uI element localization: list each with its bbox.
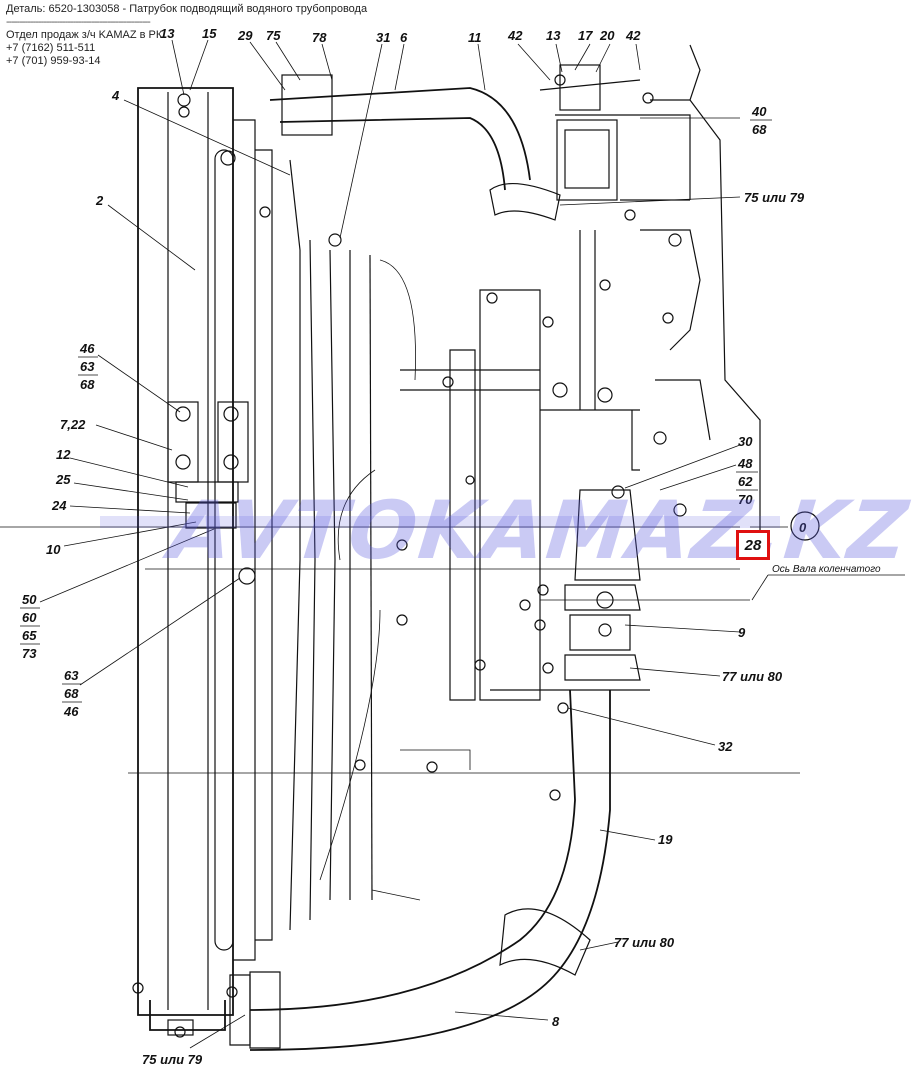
- label-50: 50: [22, 592, 37, 607]
- detail-title: Деталь: 6520-1303058 - Патрубок подводящ…: [6, 3, 368, 15]
- header-info: Деталь: 6520-1303058 - Патрубок подводящ…: [6, 3, 367, 68]
- label-42a: 42: [507, 28, 523, 43]
- leader-lines: [39, 39, 905, 1049]
- part-labels: 13 15 29 75 78 31 6 11 42 13 17 20 42 4 …: [20, 26, 881, 1067]
- label-60: 60: [22, 610, 37, 625]
- fan-shroud: [289, 159, 421, 931]
- engine-block: [400, 44, 761, 770]
- label-30: 30: [738, 434, 753, 449]
- watermark: AVTOKAMAZ.KZ: [165, 484, 912, 577]
- label-6: 6: [400, 30, 408, 45]
- header-separator: ----------------------------------------…: [6, 16, 151, 28]
- radiator: [137, 87, 273, 1036]
- label-7-22: 7,22: [60, 417, 86, 432]
- shaft-axis-label: Ось Вала коленчатого: [772, 564, 881, 575]
- label-46b: 46: [63, 704, 79, 719]
- label-13a: 13: [160, 26, 175, 41]
- label-75a: 75: [266, 28, 281, 43]
- label-8: 8: [552, 1014, 560, 1029]
- inlet-pipe: [229, 489, 641, 1051]
- phone-2: +7 (701) 959-93-14: [6, 55, 101, 67]
- label-68b: 68: [80, 377, 95, 392]
- label-15: 15: [202, 26, 217, 41]
- label-9: 9: [738, 625, 746, 640]
- label-17: 17: [578, 28, 593, 43]
- label-32: 32: [718, 739, 733, 754]
- label-70: 70: [738, 492, 753, 507]
- label-0: 0: [799, 520, 807, 535]
- highlighted-part-28[interactable]: 28: [736, 530, 770, 560]
- label-24: 24: [51, 498, 67, 513]
- label-77-80a: 77 или 80: [722, 669, 783, 684]
- label-31: 31: [376, 30, 390, 45]
- label-20: 20: [599, 28, 615, 43]
- upper-water-pipe: [269, 64, 641, 221]
- label-4: 4: [111, 88, 120, 103]
- label-25: 25: [55, 472, 71, 487]
- label-11: 11: [468, 30, 482, 45]
- label-2: 2: [95, 193, 104, 208]
- label-13b: 13: [546, 28, 561, 43]
- label-10: 10: [46, 542, 61, 557]
- label-62: 62: [738, 474, 753, 489]
- label-42b: 42: [625, 28, 641, 43]
- label-73: 73: [22, 646, 37, 661]
- label-68c: 68: [64, 686, 79, 701]
- phone-1: +7 (7162) 511-511: [6, 42, 96, 54]
- bolts: [132, 74, 687, 1038]
- sales-department: Отдел продаж з/ч KAMAZ в РК: [6, 29, 163, 41]
- label-29: 29: [237, 28, 253, 43]
- label-46a: 46: [79, 341, 95, 356]
- watermark-band: [100, 516, 780, 528]
- label-40: 40: [751, 104, 767, 119]
- label-78: 78: [312, 30, 327, 45]
- label-19: 19: [658, 832, 673, 847]
- label-77-80b: 77 или 80: [614, 935, 675, 950]
- label-12: 12: [56, 447, 71, 462]
- label-68a: 68: [752, 122, 767, 137]
- label-75-79b: 75 или 79: [142, 1052, 203, 1067]
- label-75-79a: 75 или 79: [744, 190, 805, 205]
- label-48: 48: [737, 456, 753, 471]
- label-65: 65: [22, 628, 37, 643]
- label-63a: 63: [80, 359, 95, 374]
- label-63b: 63: [64, 668, 79, 683]
